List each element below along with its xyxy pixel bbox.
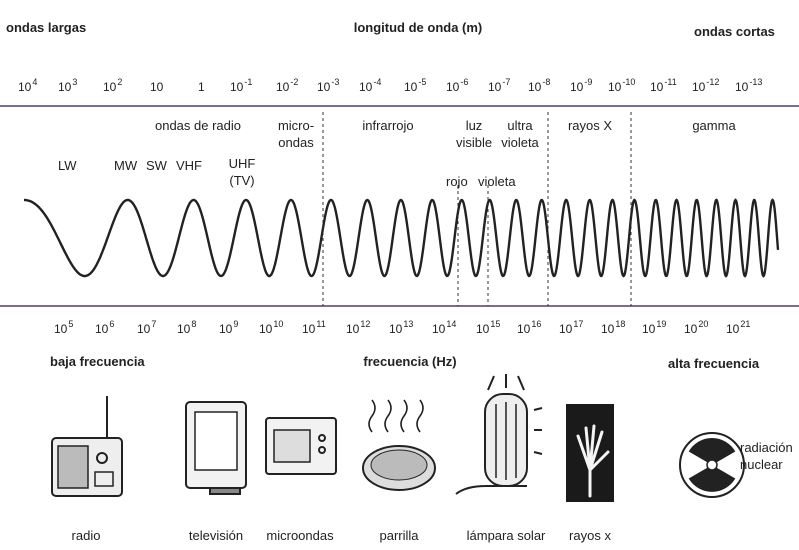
source-nuclear-line: radiación xyxy=(740,440,793,455)
band-red-label: rojo xyxy=(446,174,468,189)
sunlamp-icon xyxy=(455,374,543,495)
source-xray-label: rayos x xyxy=(569,528,611,543)
radio-icon xyxy=(51,396,123,497)
band-visible-label: luz visible xyxy=(456,118,492,152)
wavelength-tick: 10-4 xyxy=(359,77,382,94)
wavelength-tick: 10-8 xyxy=(528,77,551,94)
frequency-tick: 1010 xyxy=(259,319,284,336)
source-nuclear-label: radiación nuclear xyxy=(740,440,793,474)
frequency-tick: 1018 xyxy=(601,319,626,336)
wavelength-tick: 102 xyxy=(103,77,123,94)
band-uhf-label: UHF (TV) xyxy=(229,156,256,190)
wavelength-tick: 10-3 xyxy=(317,77,340,94)
frequency-tick: 1020 xyxy=(684,319,709,336)
wavelength-tick: 10-13 xyxy=(735,77,763,94)
band-uv-line: ultra xyxy=(507,118,533,133)
grill-icon xyxy=(362,399,436,491)
low-frequency-label: baja frecuencia xyxy=(50,354,145,369)
short-waves-label: ondas cortas xyxy=(694,24,775,39)
band-violet-label: violeta xyxy=(478,174,516,189)
frequency-tick: 1015 xyxy=(476,319,501,336)
frequency-tick: 109 xyxy=(219,319,239,336)
band-microwave-line: micro- xyxy=(277,118,315,133)
wavelength-tick: 104 xyxy=(18,77,38,94)
frequency-tick: 1019 xyxy=(642,319,667,336)
frequency-tick: 1014 xyxy=(432,319,457,336)
wavelength-tick: 1 xyxy=(198,80,205,94)
frequency-tick: 105 xyxy=(54,319,74,336)
frequency-tick: 106 xyxy=(95,319,115,336)
source-grill-label: parrilla xyxy=(379,528,419,543)
source-microwave-label: microondas xyxy=(266,528,334,543)
source-sunlamp-label: lámpara solar xyxy=(466,528,546,543)
wavelength-tick: 10-6 xyxy=(446,77,469,94)
band-uhf-line: UHF xyxy=(228,156,256,171)
wavelength-tick: 10-5 xyxy=(404,77,427,94)
band-radio-label: ondas de radio xyxy=(154,118,242,133)
wavelength-tick: 10-9 xyxy=(570,77,593,94)
source-tv-label: televisión xyxy=(188,528,244,543)
microwave-icon xyxy=(265,417,337,475)
band-dividers xyxy=(322,112,632,306)
frequency-title: frecuencia (Hz) xyxy=(363,354,457,369)
wavelength-tick: 10-2 xyxy=(276,77,299,94)
band-visible-line: visible xyxy=(455,134,493,150)
frequency-tick: 1021 xyxy=(726,319,751,336)
frequency-tick: 108 xyxy=(177,319,197,336)
frequency-tick: 1012 xyxy=(346,319,371,336)
band-gamma-label: gamma xyxy=(692,118,736,133)
frequency-tick: 1011 xyxy=(302,319,326,336)
radiation-icon xyxy=(679,432,745,498)
band-microwave-label: micro- ondas xyxy=(278,118,314,152)
band-infrared-label: infrarrojo xyxy=(362,118,414,133)
band-lw-label: LW xyxy=(58,158,77,173)
long-waves-label: ondas largas xyxy=(6,20,87,35)
frequency-tick: 1017 xyxy=(559,319,584,336)
source-radio-label: radio xyxy=(71,528,101,543)
wavelength-tick: 10-11 xyxy=(650,77,677,94)
frequency-tick: 107 xyxy=(137,319,157,336)
band-microwave-line: ondas xyxy=(278,134,314,150)
band-uv-label: ultra violeta xyxy=(501,118,539,152)
band-mw-label: MW xyxy=(114,158,138,173)
wavelength-title: longitud de onda (m) xyxy=(353,20,483,35)
wavelength-tick: 103 xyxy=(58,77,78,94)
wavelength-tick: 10-10 xyxy=(608,77,636,94)
wave-line xyxy=(24,198,780,278)
band-uhf-line: (TV) xyxy=(229,172,255,188)
wavelength-tick: 10-12 xyxy=(692,77,720,94)
wavelength-tick: 10-1 xyxy=(230,77,253,94)
high-frequency-label: alta frecuencia xyxy=(668,356,760,371)
wavelength-tick: 10 xyxy=(150,80,164,94)
frequency-tick: 1013 xyxy=(389,319,414,336)
band-sw-label: SW xyxy=(146,158,167,173)
band-visible-line: luz xyxy=(465,118,483,133)
frequency-tick: 1016 xyxy=(517,319,542,336)
wavelength-tick: 10-7 xyxy=(488,77,511,94)
band-uv-line: violeta xyxy=(501,134,539,150)
source-nuclear-line: nuclear xyxy=(740,456,783,472)
television-icon xyxy=(185,401,247,495)
xray-icon xyxy=(566,404,614,502)
band-vhf-label: VHF xyxy=(176,158,202,173)
band-xray-label: rayos X xyxy=(567,118,613,133)
